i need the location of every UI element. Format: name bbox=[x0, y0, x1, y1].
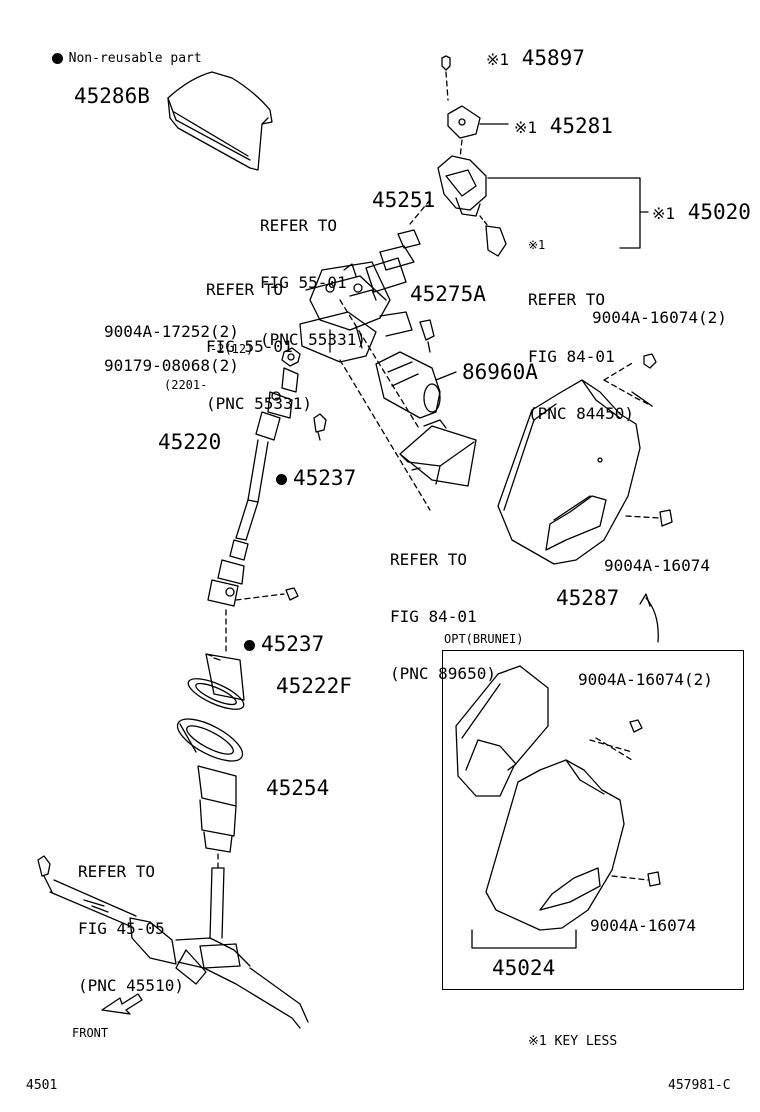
part-45220: 45220 bbox=[158, 430, 222, 454]
part-86960A: 86960A bbox=[462, 360, 538, 384]
bolt-45237-lower bbox=[235, 587, 299, 601]
part-9004A-16074-top: 9004A-16074 bbox=[604, 556, 710, 575]
ref-mark: ※1 bbox=[528, 238, 546, 252]
ref-line: FIG 55-01 bbox=[260, 273, 347, 292]
refer-45510: REFER TO FIG 45-05 (PNC 45510) bbox=[78, 824, 184, 1014]
bullet-icon bbox=[244, 639, 255, 651]
ref-line: FIG 45-05 bbox=[78, 919, 165, 938]
lower-shaft-45254 bbox=[176, 718, 244, 869]
legend: Non-reusable part bbox=[36, 36, 202, 66]
ref-line: FIG 84-01 bbox=[390, 607, 477, 626]
screw-9004A-16074-b bbox=[659, 509, 673, 527]
part-number: 45281 bbox=[549, 114, 613, 138]
opt-brunei-title: OPT(BRUNEI) bbox=[444, 632, 524, 646]
part-number: 45237 bbox=[293, 466, 357, 490]
part-45024: 45024 bbox=[492, 956, 556, 980]
boot-45222F bbox=[187, 653, 245, 710]
motor-86960A bbox=[375, 351, 457, 419]
opt-covers-45024 bbox=[455, 665, 661, 949]
opt-brunei-box bbox=[442, 650, 744, 990]
front-label: FRONT bbox=[72, 1026, 109, 1040]
part-90179-08068: 90179-08068(2) bbox=[104, 356, 239, 375]
refer-89650: REFER TO FIG 84-01 (PNC 89650) bbox=[390, 512, 496, 702]
ref-line: (PNC 45510) bbox=[78, 976, 184, 995]
sub-2201: (2201- bbox=[164, 378, 208, 392]
part-9004A-17252: 9004A-17252(2) bbox=[104, 322, 239, 341]
ref-line: REFER TO bbox=[260, 216, 338, 235]
keyless-mark: ※1 bbox=[652, 204, 676, 223]
ref-line: FIG 84-01 bbox=[528, 347, 615, 366]
ref-line: REFER TO bbox=[206, 280, 284, 299]
intermediate-shaft-45220 bbox=[207, 367, 299, 607]
bolt-45237-upper bbox=[313, 413, 327, 441]
steering-column-45251 bbox=[299, 229, 421, 363]
nut-90179 bbox=[281, 347, 301, 367]
part-45020: ※1 45020 bbox=[652, 200, 751, 224]
part-45237-upper: 45237 bbox=[276, 466, 356, 490]
ref-line: (PNC 55331) bbox=[206, 394, 312, 413]
curved-arrow-icon bbox=[645, 597, 659, 643]
keyless-mark: ※1 bbox=[514, 118, 538, 137]
part-number: 45897 bbox=[521, 46, 585, 70]
legend-text: Non-reusable part bbox=[68, 51, 202, 66]
part-9004A-16074-opt: 9004A-16074 bbox=[590, 916, 696, 935]
part-45281: ※1 45281 bbox=[514, 114, 613, 138]
footer-right: 457981-C bbox=[668, 1078, 731, 1093]
steering-gear-45510 bbox=[37, 855, 309, 1029]
lower-column-cover-45287 bbox=[497, 361, 661, 565]
refer-55331-b: REFER TO FIG 55-01 (PNC 55331) bbox=[206, 242, 312, 432]
upper-column-cover-45286B bbox=[167, 71, 273, 171]
part-45897: ※1 45897 bbox=[486, 46, 585, 70]
ref-line: REFER TO bbox=[390, 550, 468, 569]
ref-line: (PNC 84450) bbox=[528, 404, 634, 423]
refer-84450: ※1 REFER TO FIG 84-01 (PNC 84450) bbox=[528, 200, 634, 442]
part-number: 45237 bbox=[261, 632, 325, 656]
bullet-icon bbox=[276, 473, 287, 485]
ref-line: REFER TO bbox=[528, 290, 606, 309]
ref-line: FIG 55-01 bbox=[206, 337, 293, 356]
bullet-icon bbox=[51, 53, 63, 64]
footer-left: 4501 bbox=[26, 1078, 58, 1093]
part-45222F: 45222F bbox=[276, 674, 352, 698]
part-9004A-16074-2-opt: 9004A-16074(2) bbox=[578, 670, 713, 689]
ref-line: (PNC 55331) bbox=[260, 330, 366, 349]
ecu-module-89650 bbox=[399, 419, 477, 487]
part-45275A: 45275A bbox=[410, 282, 486, 306]
ref-line: (PNC 89650) bbox=[390, 664, 496, 683]
part-45287: 45287 bbox=[556, 586, 620, 610]
screw-9004A-16074-a bbox=[643, 353, 657, 369]
part-45254: 45254 bbox=[266, 776, 330, 800]
sub-2112: -2(12) bbox=[210, 342, 254, 356]
part-45237-lower: 45237 bbox=[244, 632, 324, 656]
ref-line: REFER TO bbox=[78, 862, 156, 881]
front-arrow-icon bbox=[101, 993, 143, 1015]
refer-55331-a: REFER TO FIG 55-01 (PNC 55331) bbox=[260, 178, 366, 368]
part-45286B: 45286B bbox=[74, 84, 150, 108]
bolt-45275A bbox=[419, 319, 435, 353]
screw-45897 bbox=[441, 55, 451, 101]
part-number: 45020 bbox=[687, 200, 751, 224]
part-9004A-16074-2-top: 9004A-16074(2) bbox=[592, 308, 727, 327]
footnote-keyless: ※1 KEY LESS bbox=[528, 1034, 618, 1049]
plate-45281 bbox=[447, 105, 509, 159]
keyless-mark: ※1 bbox=[486, 50, 510, 69]
part-45251: 45251 bbox=[372, 188, 436, 212]
lock-assembly-45020 bbox=[437, 155, 649, 257]
